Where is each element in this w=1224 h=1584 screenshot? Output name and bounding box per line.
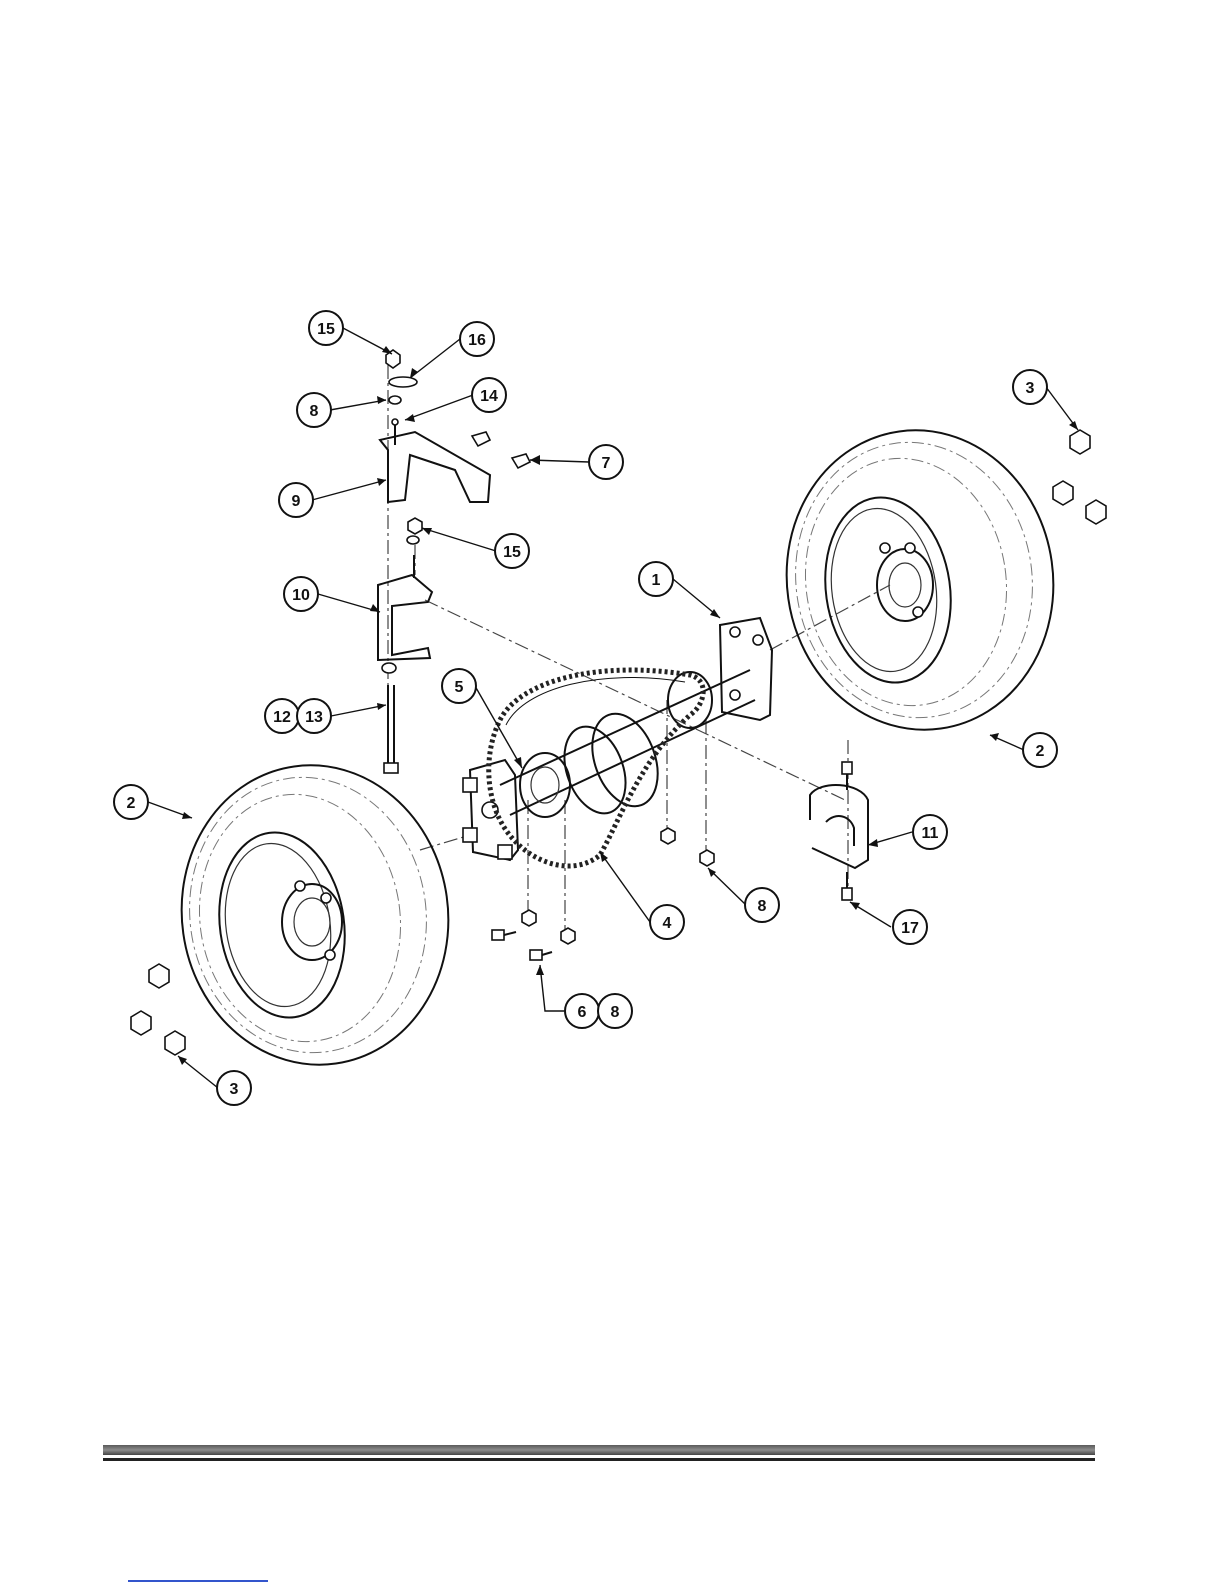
callout-8: 8 (745, 888, 779, 922)
callout-label: 15 (317, 321, 335, 338)
callout-15: 15 (495, 534, 529, 568)
lug-nuts-left (131, 964, 185, 1055)
lug-nuts-right (1053, 430, 1106, 524)
callout-2: 2 (1023, 733, 1057, 767)
callout-label: 17 (901, 920, 919, 937)
footer-rule-thick (103, 1445, 1095, 1455)
callout-4: 4 (650, 905, 684, 939)
callout-label: 10 (292, 587, 310, 604)
callout-5: 5 (442, 669, 476, 703)
callout-label: 4 (663, 915, 672, 932)
hub-plate (463, 760, 518, 860)
callout-label: 5 (455, 679, 464, 696)
callout-13: 13 (297, 699, 331, 733)
callout-11: 11 (913, 815, 947, 849)
callout-label: 12 (273, 709, 291, 726)
callout-label: 16 (468, 332, 486, 349)
footer-rule-thin (103, 1458, 1095, 1461)
axle-assembly (500, 618, 772, 822)
left-wheel (162, 748, 467, 1082)
callout-label: 7 (602, 455, 611, 472)
callout-label: 2 (1036, 743, 1045, 760)
callout-8: 8 (297, 393, 331, 427)
pivot-bracket (378, 555, 432, 660)
callout-7: 7 (589, 445, 623, 479)
callout-label: 3 (1026, 380, 1035, 397)
callout-6: 6 (565, 994, 599, 1028)
callout-label: 6 (578, 1004, 587, 1021)
callout-9: 9 (279, 483, 313, 517)
callout-3: 3 (217, 1071, 251, 1105)
right-wheel (767, 413, 1072, 747)
mounting-bracket (380, 419, 530, 502)
callout-14: 14 (472, 378, 506, 412)
long-bolt (384, 685, 398, 773)
callout-label: 2 (127, 795, 136, 812)
callout-label: 11 (922, 825, 939, 842)
callout-3: 3 (1013, 370, 1047, 404)
callout-1: 1 (639, 562, 673, 596)
callout-label: 3 (230, 1081, 239, 1098)
callout-label: 14 (480, 388, 498, 405)
footer-link-underline[interactable] (128, 1580, 268, 1582)
callout-label: 8 (611, 1004, 620, 1021)
callout-label: 13 (305, 709, 323, 726)
callout-label: 8 (310, 403, 319, 420)
callout-2: 2 (114, 785, 148, 819)
footer-rule (103, 1445, 1095, 1463)
callout-8: 8 (598, 994, 632, 1028)
callout-label: 9 (292, 493, 301, 510)
clamp (810, 762, 868, 900)
callout-label: 15 (503, 544, 521, 561)
callout-12: 12 (265, 699, 299, 733)
callout-16: 16 (460, 322, 494, 356)
callout-label: 8 (758, 898, 767, 915)
callout-17: 17 (893, 910, 927, 944)
callout-10: 10 (284, 577, 318, 611)
callout-15: 15 (309, 311, 343, 345)
callout-label: 1 (652, 572, 661, 589)
